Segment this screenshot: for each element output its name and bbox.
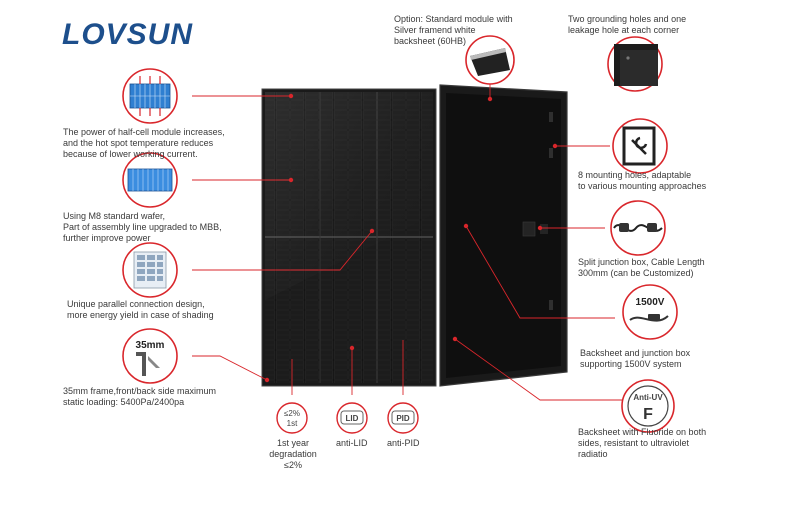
logo-text: LOVSUN (62, 18, 194, 51)
pid-icon-label: PID (396, 414, 410, 423)
frame-35mm-label: 35mm (136, 340, 165, 351)
parallel-design-text: Unique parallel connection design, more … (67, 299, 214, 320)
degradation-text: 1st year degradation ≤2% (269, 438, 317, 470)
degradation-icon-top: ≤2% (284, 409, 300, 418)
backsheet-option-text: Option: Standard module with Silver fram… (394, 14, 513, 46)
voltage-1500v-icon: 1500V (622, 284, 678, 340)
callout-dots (264, 93, 558, 383)
frame-35mm-icon: 35mm (122, 328, 178, 384)
junction-box-text: Split junction box, Cable Length 300mm (… (578, 257, 705, 278)
anti-lid-text: anti-LID (336, 438, 368, 448)
degradation-icon: ≤2% 1st (276, 402, 308, 434)
voltage-icon-label: 1500V (636, 297, 665, 308)
anti-uv-icon-letter: F (643, 406, 653, 423)
anti-uv-icon-label: Anti-UV (633, 393, 663, 402)
voltage-text: Backsheet and junction box supporting 15… (580, 348, 691, 369)
brand-logo: LOVSUN (62, 18, 193, 52)
mbb-wafer-icon (122, 152, 178, 208)
parallel-design-icon (122, 242, 178, 298)
lid-icon-label: LID (346, 414, 359, 423)
grounding-holes-icon (607, 36, 663, 92)
mounting-holes-icon (612, 118, 668, 174)
junction-box-icon (610, 200, 666, 256)
degradation-icon-bottom: 1st (287, 419, 298, 428)
panel-back (439, 84, 568, 387)
white-backsheet-icon (465, 35, 515, 85)
grounding-holes-text: Two grounding holes and one leakage hole… (568, 14, 687, 35)
anti-uv-text: Backsheet with Fluoride on both sides, r… (578, 427, 707, 459)
lid-icon: LID (336, 402, 368, 434)
pid-icon: PID (387, 402, 419, 434)
panel-front (261, 88, 437, 387)
mbb-wafer-text: Using M8 standard wafer, Part of assembl… (63, 211, 222, 243)
anti-pid-text: anti-PID (387, 438, 420, 448)
frame-text: 35mm frame,front/back side maximum stati… (63, 386, 217, 407)
half-cell-text: The power of half-cell module increases,… (63, 127, 225, 159)
anti-uv-icon: Anti-UV F (621, 379, 675, 433)
half-cell-icon (122, 68, 178, 124)
mounting-holes-text: 8 mounting holes, adaptable to various m… (578, 170, 707, 191)
